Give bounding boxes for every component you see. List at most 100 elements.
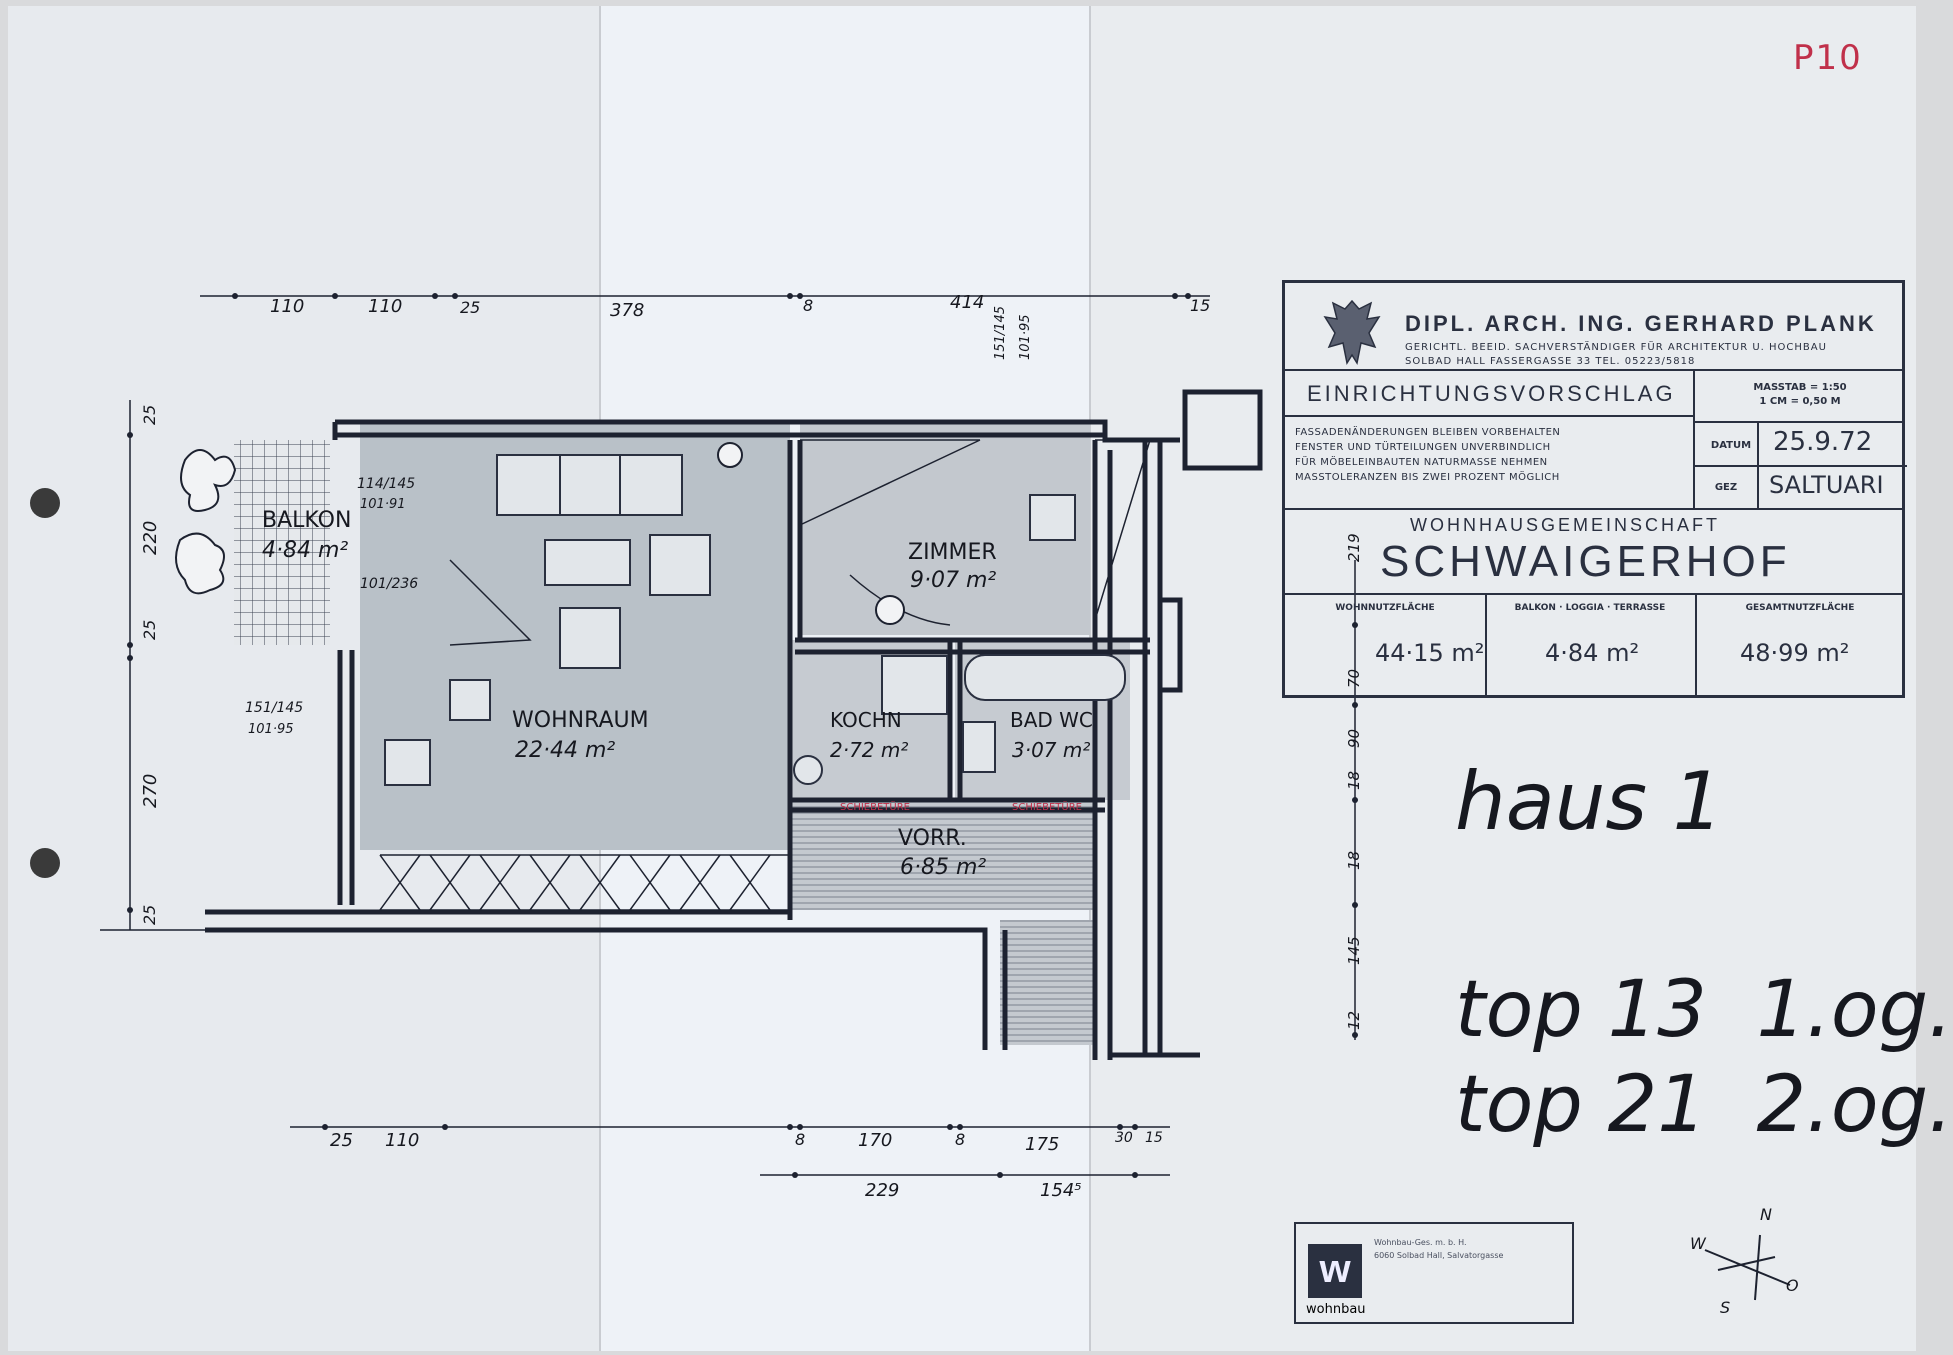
dim-bottom: 229 [865, 1180, 900, 1201]
dim-bottom: 110 [385, 1130, 420, 1151]
window-label: 151/145 [993, 305, 1008, 360]
window-label: 101/236 [360, 576, 419, 592]
compass-west: W [1690, 1234, 1706, 1253]
room-name-kochn: KOCHN [830, 708, 902, 732]
balcony-tile-grid [234, 440, 330, 645]
compass-north: N [1760, 1205, 1772, 1224]
sliding-door-note: SCHIEBETÜRE [840, 802, 910, 813]
note-line: FASSADENÄNDERUNGEN BLEIBEN VORBEHALTEN [1295, 427, 1561, 438]
dim-bottom: 175 [1025, 1134, 1060, 1155]
room-name-bad-wc: BAD WC [1010, 708, 1093, 732]
architect-subtitle: GERICHTL. BEEID. SACHVERSTÄNDIGER FÜR AR… [1405, 341, 1827, 369]
dim-right: 12 [1345, 1010, 1363, 1030]
window-label: 101·91 [360, 497, 406, 512]
door-swings [449, 439, 1152, 646]
compass-east: O [1786, 1276, 1799, 1295]
sliding-door-note: SCHIEBETÜRE [1012, 802, 1082, 813]
wohnbau-logo-icon: w [1308, 1244, 1362, 1298]
window-label: 151/145 [245, 700, 304, 716]
room-name-zimmer: ZIMMER [908, 540, 997, 565]
compass-south: S [1720, 1298, 1731, 1317]
community-label: WOHNHAUSGEMEINSCHAFT [1410, 515, 1721, 535]
dim-top: 110 [270, 296, 305, 317]
logo-address: Wohnbau-Ges. m. b. H. 6060 Solbad Hall, … [1374, 1236, 1503, 1262]
dim-right: 90 [1345, 728, 1363, 748]
unit-line: top 13 1.og. [1455, 965, 1953, 1055]
room-area-wohnraum: 22·44 m² [515, 738, 616, 763]
room-area-bad-wc: 3·07 m² [1012, 738, 1091, 762]
dim-top: 110 [368, 296, 403, 317]
dim-top: 414 [950, 292, 985, 313]
dim-left: 25 [140, 404, 159, 425]
sheet-id: P10 [1793, 38, 1863, 78]
eagle-emblem-icon [1323, 299, 1381, 365]
dim-bottom: 170 [858, 1130, 893, 1151]
dim-bottom: 8 [955, 1130, 966, 1149]
logo-name: wohnbau [1306, 1302, 1366, 1317]
dim-left: 270 [140, 773, 161, 808]
architect-sub-line: SOLBAD HALL FASSERGASSE 33 TEL. 05223/58… [1405, 356, 1696, 367]
architect-sub-line: GERICHTL. BEEID. SACHVERSTÄNDIGER FÜR AR… [1405, 342, 1827, 353]
drawing-notes: FASSADENÄNDERUNGEN BLEIBEN VORBEHALTEN F… [1295, 425, 1560, 485]
dim-bottom: 8 [795, 1130, 806, 1149]
unit-line: top 21 2.og. [1455, 1060, 1953, 1150]
punch-hole [30, 848, 60, 878]
room-area-kochn: 2·72 m² [830, 738, 909, 762]
scale-text: MASSTAB = 1:50 [1753, 382, 1847, 393]
drawing-type: EINRICHTUNGSVORSCHLAG [1307, 381, 1676, 406]
window-label: 101·95 [1018, 314, 1033, 361]
area-value: 48·99 m² [1740, 639, 1850, 667]
scale-cell: MASSTAB = 1:50 1 CM = 0,50 M [1693, 371, 1905, 423]
vorr-fill [790, 800, 1095, 910]
balcony-railing [379, 854, 790, 911]
area-value: 44·15 m² [1375, 639, 1485, 667]
dim-left: 220 [140, 520, 161, 555]
dim-right: 18 [1345, 850, 1363, 870]
logo-line: 6060 Solbad Hall, Salvatorgasse [1374, 1251, 1504, 1260]
room-area-balkon: 4·84 m² [262, 538, 349, 563]
room-area-zimmer: 9·07 m² [910, 568, 997, 593]
dim-bottom: 15 [1145, 1130, 1163, 1146]
date-label: DATUM [1710, 440, 1752, 451]
area-header: GESAMTNUTZFLÄCHE [1745, 603, 1855, 613]
window-label: 101·95 [248, 722, 294, 737]
architect-name: DIPL. ARCH. ING. GERHARD PLANK [1405, 311, 1877, 336]
compass-rose [1704, 1234, 1791, 1301]
dim-bottom: 25 [330, 1130, 353, 1151]
room-name-wohnraum: WOHNRAUM [512, 708, 649, 733]
dim-top: 8 [803, 296, 814, 315]
wohnbau-logo-box: w wohnbau Wohnbau-Ges. m. b. H. 6060 Sol… [1294, 1222, 1574, 1324]
room-name-balkon: BALKON [262, 508, 352, 533]
date-value: 25.9.72 [1773, 427, 1873, 457]
dim-top: 25 [460, 298, 481, 317]
room-area-vorr: 6·85 m² [900, 855, 987, 880]
note-line: FENSTER UND TÜRTEILUNGEN UNVERBINDLICH [1295, 442, 1551, 453]
dim-top: 378 [610, 300, 645, 321]
window-label: 114/145 [357, 476, 416, 492]
furniture [384, 454, 1126, 786]
dim-top: 15 [1190, 296, 1211, 315]
dim-bottom: 30 [1115, 1130, 1133, 1146]
title-block: DIPL. ARCH. ING. GERHARD PLANK GERICHTL.… [1282, 280, 1907, 698]
scale-text: 1 CM = 0,50 M [1759, 396, 1841, 407]
dim-left: 25 [140, 904, 159, 925]
dim-left: 25 [140, 619, 159, 640]
walls [205, 389, 1263, 1060]
area-header: BALKON · LOGGIA · TERRASSE [1514, 603, 1666, 613]
note-line: MASSTOLERANZEN BIS ZWEI PROZENT MÖGLICH [1295, 472, 1560, 483]
note-line: FÜR MÖBELEINBAUTEN NATURMASSE NEHMEN [1295, 457, 1548, 468]
logo-line: Wohnbau-Ges. m. b. H. [1374, 1238, 1467, 1247]
area-value: 4·84 m² [1545, 639, 1640, 667]
area-header: WOHNNUTZFLÄCHE [1335, 603, 1435, 613]
dim-bottom: 154⁵ [1040, 1180, 1082, 1201]
house-label: haus 1 [1455, 755, 1724, 848]
paper-panel-right [1090, 6, 1916, 1351]
dim-right: 18 [1345, 770, 1363, 790]
dim-right: 145 [1345, 936, 1363, 965]
plants [175, 442, 905, 625]
date-drawn-cell: DATUM 25.9.72 GEZ SALTUARI [1693, 423, 1907, 508]
drawn-label: GEZ [1714, 482, 1738, 493]
punch-hole [30, 488, 60, 518]
